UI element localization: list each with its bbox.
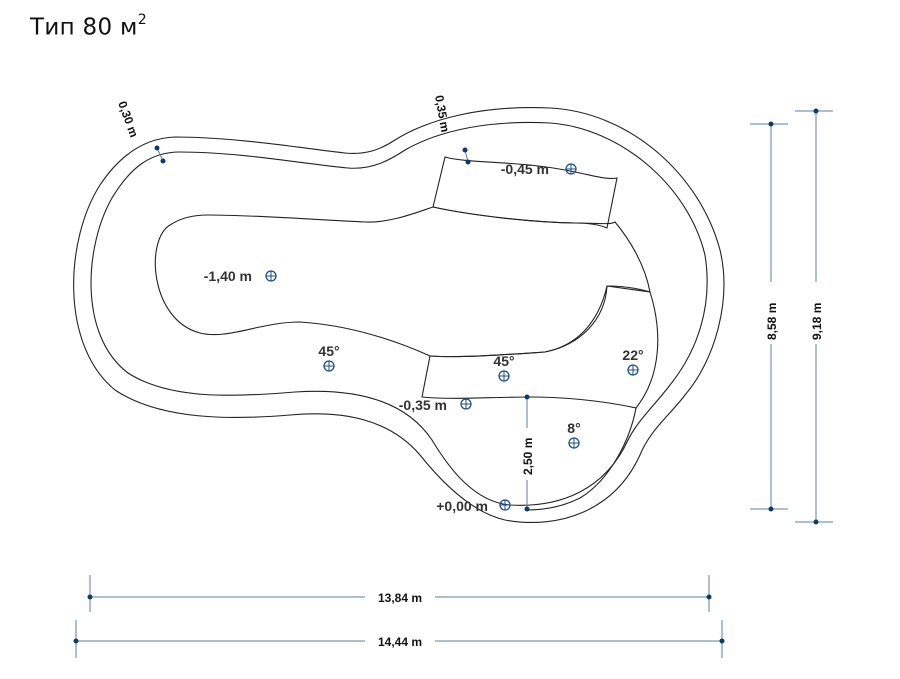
depth-marker-upper-step: [565, 163, 577, 175]
outer-height-dot-bottom: [813, 519, 819, 525]
wall-top-label: 0,35 m: [432, 94, 452, 133]
title-text: Тип 80 м: [30, 14, 138, 41]
inner-height-label: 8,58 m: [765, 303, 779, 340]
inner-height-dot-bottom: [768, 506, 774, 512]
angle-label-left: 45°: [318, 343, 339, 359]
inner-height-dot-top: [768, 121, 774, 127]
angle-marker-left: [323, 360, 335, 372]
beach-length-dot-bottom: [524, 506, 530, 512]
pool-inner-outline: [90, 121, 708, 506]
upper-step-outline: [432, 156, 618, 229]
pool-outer-outline: [73, 107, 725, 523]
depth-label-mid-step: -0,35 m: [399, 397, 447, 413]
inner-width-label: 13,84 m: [378, 591, 422, 605]
wall-left-dot-b: [160, 158, 166, 164]
outer-width-dot-left: [73, 638, 79, 644]
wall-left-dot-a: [154, 145, 160, 151]
inner-width-dot-right: [706, 594, 712, 600]
page-title: Тип 80 м2: [30, 12, 147, 41]
depth-label-deep: -1,40 m: [204, 268, 252, 284]
angle-marker-right: [627, 364, 639, 376]
depth-label-upper-step: -0,45 m: [501, 161, 549, 177]
beach-entry-outline: [526, 407, 637, 511]
angle-label-right: 22°: [622, 347, 643, 363]
angle-marker-beach: [568, 437, 580, 449]
inner-width-dot-left: [87, 594, 93, 600]
outer-width-label: 14,44 m: [378, 635, 422, 649]
outer-height-label: 9,18 m: [810, 303, 824, 340]
mid-step-outline: [421, 285, 659, 409]
depth-label-entry: +0,00 m: [436, 498, 488, 514]
angle-label-mid: 45°: [493, 353, 514, 369]
wall-left-label: 0,30 m: [115, 99, 141, 139]
deep-zone-outline: [154, 206, 651, 358]
angle-label-beach: 8°: [567, 420, 580, 436]
depth-marker-mid-step: [460, 398, 472, 410]
wall-top-dot-b: [465, 159, 471, 165]
beach-length-dot-top: [524, 394, 530, 400]
angle-marker-mid: [498, 370, 510, 382]
outer-height-dot-top: [813, 108, 819, 114]
title-superscript: 2: [137, 12, 147, 28]
depth-marker-entry: [499, 499, 511, 511]
outer-width-dot-right: [719, 638, 725, 644]
depth-marker-deep: [265, 270, 277, 282]
beach-length-label: 2,50 m: [521, 438, 535, 475]
wall-top-dot-a: [462, 147, 468, 153]
